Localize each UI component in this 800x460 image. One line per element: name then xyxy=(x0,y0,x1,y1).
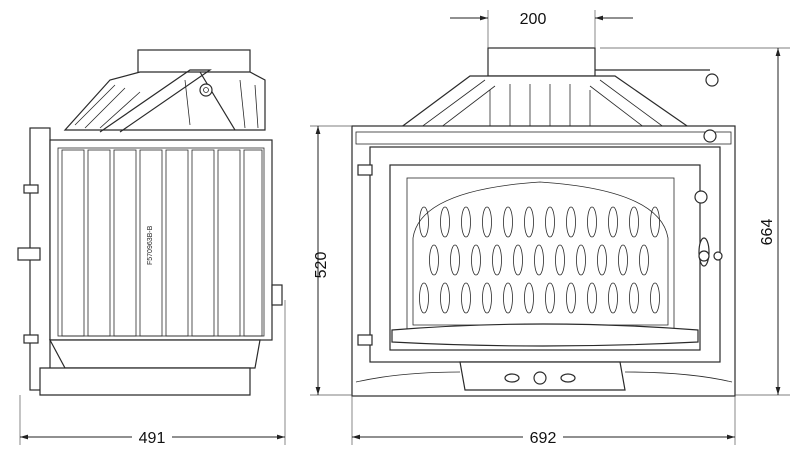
side-handle xyxy=(17,247,41,261)
side-ash-box xyxy=(48,339,261,369)
lower-hinge-icon xyxy=(357,334,373,346)
leaf-motif xyxy=(639,244,649,276)
leaf-motif xyxy=(608,282,618,314)
leaf-motif xyxy=(566,206,576,238)
leaf-motif xyxy=(461,206,471,238)
side-fins xyxy=(61,149,263,337)
damper-knob-icon xyxy=(199,83,213,97)
depth-label: 491 xyxy=(139,430,166,447)
back-panel xyxy=(412,181,669,326)
side-knob xyxy=(271,284,283,306)
air-slot-left-icon xyxy=(504,373,520,383)
front-height-label: 520 xyxy=(313,252,330,279)
leaf-motif xyxy=(608,206,618,238)
upper-hinge-icon xyxy=(357,164,373,176)
door-bottom-rail xyxy=(391,323,699,347)
leaf-motif xyxy=(618,244,628,276)
dimension-total-height: 664 xyxy=(600,47,790,396)
leaf-motif xyxy=(545,282,555,314)
dimension-depth: 491 xyxy=(19,300,286,447)
leaf-motif xyxy=(534,244,544,276)
leaf-motif xyxy=(503,206,513,238)
leaf-motif xyxy=(650,282,660,314)
flue-width-label: 200 xyxy=(520,11,547,28)
glass-panel xyxy=(389,164,701,351)
dimension-front-width: 692 xyxy=(351,396,736,447)
leaf-motif xyxy=(450,244,460,276)
leaf-motif xyxy=(440,206,450,238)
leaf-motif xyxy=(513,244,523,276)
air-control-knob-icon xyxy=(533,371,547,385)
leaf-motif xyxy=(597,244,607,276)
air-slot-right-icon xyxy=(560,373,576,383)
front-hood xyxy=(398,75,692,129)
leaf-motif xyxy=(482,282,492,314)
leaf-motif xyxy=(492,244,502,276)
leaf-motif xyxy=(587,206,597,238)
leaf-motif xyxy=(482,206,492,238)
leaf-motif xyxy=(429,244,439,276)
frame-bolt-icon xyxy=(703,129,717,143)
front-view xyxy=(351,47,736,397)
leaf-motif xyxy=(650,206,660,238)
leaf-motif xyxy=(566,282,576,314)
side-view: F570963B-B xyxy=(17,49,283,396)
back-panel-pattern xyxy=(419,206,660,314)
leaf-motif xyxy=(419,282,429,314)
damper-control-icon xyxy=(705,73,719,87)
leaf-motif xyxy=(524,282,534,314)
side-base xyxy=(39,367,251,396)
side-brace xyxy=(99,69,212,133)
leaf-motif xyxy=(419,206,429,238)
door-knob-icon xyxy=(694,190,708,204)
leaf-motif xyxy=(576,244,586,276)
side-view-code-label: F570963B-B xyxy=(147,225,154,265)
leaf-motif xyxy=(440,282,450,314)
side-flue-collar xyxy=(137,49,251,76)
flue-collar xyxy=(487,47,596,77)
total-height-label: 664 xyxy=(759,219,776,246)
leaf-motif xyxy=(587,282,597,314)
leaf-motif xyxy=(545,206,555,238)
leaf-motif xyxy=(471,244,481,276)
dimension-flue-width: 200 xyxy=(450,10,633,48)
leaf-motif xyxy=(503,282,513,314)
leaf-motif xyxy=(461,282,471,314)
dimension-front-height: 520 xyxy=(310,125,352,396)
leaf-motif xyxy=(629,206,639,238)
leaf-motif xyxy=(524,206,534,238)
side-body xyxy=(49,139,273,341)
front-width-label: 692 xyxy=(530,430,557,447)
leaf-motif xyxy=(555,244,565,276)
leaf-motif xyxy=(629,282,639,314)
